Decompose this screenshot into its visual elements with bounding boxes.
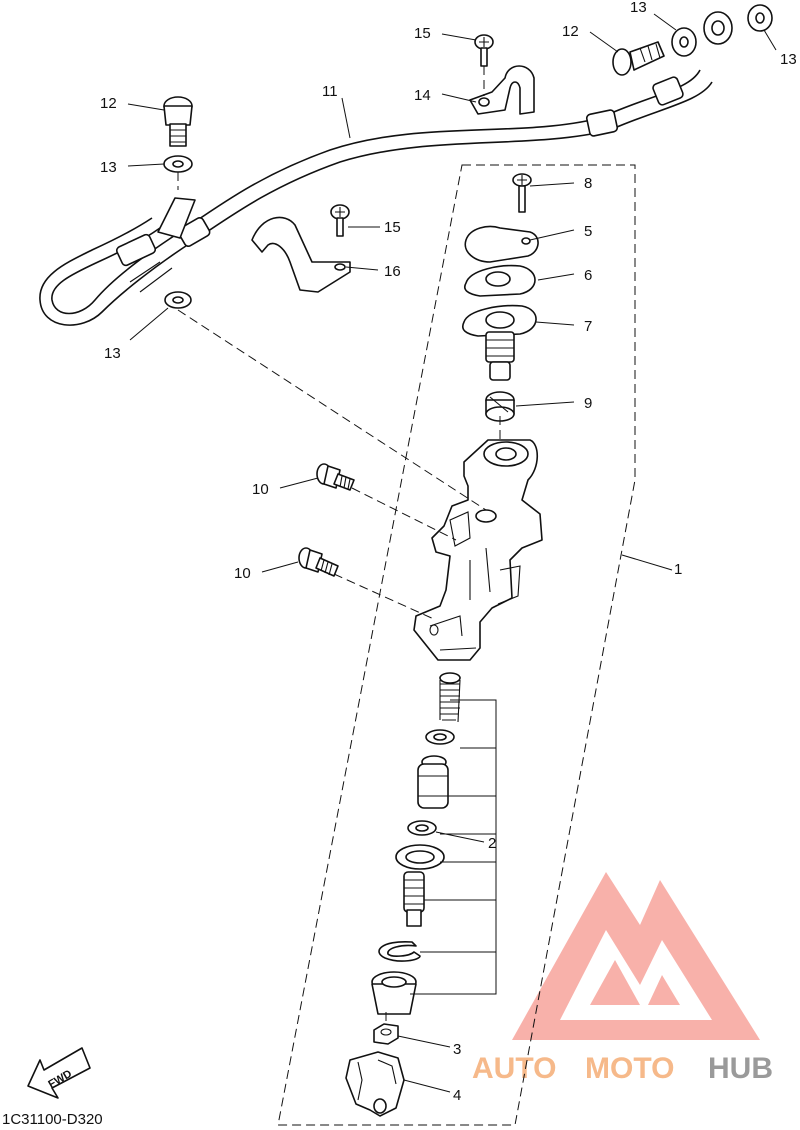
callout-9: 9 xyxy=(584,395,592,412)
watermark-text-auto: AUTO xyxy=(472,1052,556,1085)
washer-upper-b xyxy=(747,4,773,32)
lock-nut xyxy=(373,1023,399,1045)
reservoir-diaphragm xyxy=(462,304,537,381)
callout-8: 8 xyxy=(584,175,592,192)
watermark-text-hub: HUB xyxy=(708,1052,773,1085)
washer-left-lower xyxy=(164,291,192,309)
callout-10-upper: 10 xyxy=(252,481,269,498)
callout-14: 14 xyxy=(414,87,431,104)
washer-left-upper xyxy=(163,155,193,173)
reservoir-cap xyxy=(464,225,539,263)
master-cylinder-body xyxy=(413,439,543,661)
screw-upper xyxy=(474,34,494,67)
hose-end-fitting xyxy=(703,11,733,45)
callout-2: 2 xyxy=(488,835,496,852)
circlip xyxy=(378,941,421,962)
callout-11: 11 xyxy=(322,83,338,100)
piston-cup xyxy=(407,820,437,836)
mounting-bolt-lower xyxy=(298,547,339,577)
mounting-bolt-upper xyxy=(316,463,355,491)
callout-5: 5 xyxy=(584,223,592,240)
piston xyxy=(417,755,449,809)
callout-16: 16 xyxy=(384,263,401,280)
hose-guide xyxy=(251,216,351,293)
callout-15-upper: 15 xyxy=(414,25,431,42)
callout-13-top: 13 xyxy=(630,0,647,16)
watermark-wordmark: AUTO MOTO HUB xyxy=(472,1052,773,1085)
callouts: 1 2 3 4 5 6 7 8 9 10 10 11 12 12 13 13 1… xyxy=(100,0,797,1104)
reservoir-float xyxy=(485,391,515,422)
callout-12-upper: 12 xyxy=(562,23,579,40)
screw-guide xyxy=(330,204,350,237)
leader-lines xyxy=(127,13,777,1093)
callout-4: 4 xyxy=(453,1087,461,1104)
callout-13-left-upper: 13 xyxy=(100,159,117,176)
callout-13-right: 13 xyxy=(780,51,797,68)
push-rod xyxy=(403,871,425,927)
brake-hose xyxy=(39,69,713,326)
callout-10-lower: 10 xyxy=(234,565,251,582)
callout-12-left: 12 xyxy=(100,95,117,112)
reservoir-screw xyxy=(512,173,532,213)
reservoir-diaphragm-plate xyxy=(464,264,536,297)
banjo-bolt-left xyxy=(163,96,193,147)
fwd-arrow: FWD xyxy=(27,1047,91,1099)
callout-6: 6 xyxy=(584,267,592,284)
callout-15-guide: 15 xyxy=(384,219,401,236)
washer-upper-a xyxy=(671,27,697,57)
piston-spring xyxy=(439,672,461,723)
watermark-text-moto: MOTO xyxy=(585,1052,674,1085)
piston-kit xyxy=(371,672,497,1015)
callout-7: 7 xyxy=(584,318,592,335)
hose-clip-upper xyxy=(469,65,535,115)
dust-boot xyxy=(371,971,417,1015)
callout-1: 1 xyxy=(674,561,682,578)
clevis xyxy=(345,1051,405,1117)
callout-3: 3 xyxy=(453,1041,461,1058)
watermark-logo xyxy=(512,872,760,1040)
assembly-boundary xyxy=(277,164,636,1126)
push-rod-boot xyxy=(395,844,445,870)
piston-seal xyxy=(425,729,455,745)
callout-13-left-lower: 13 xyxy=(104,345,121,362)
diagram-code: 1C31100-D320 xyxy=(2,1111,103,1128)
banjo-bolt-upper xyxy=(612,41,665,76)
